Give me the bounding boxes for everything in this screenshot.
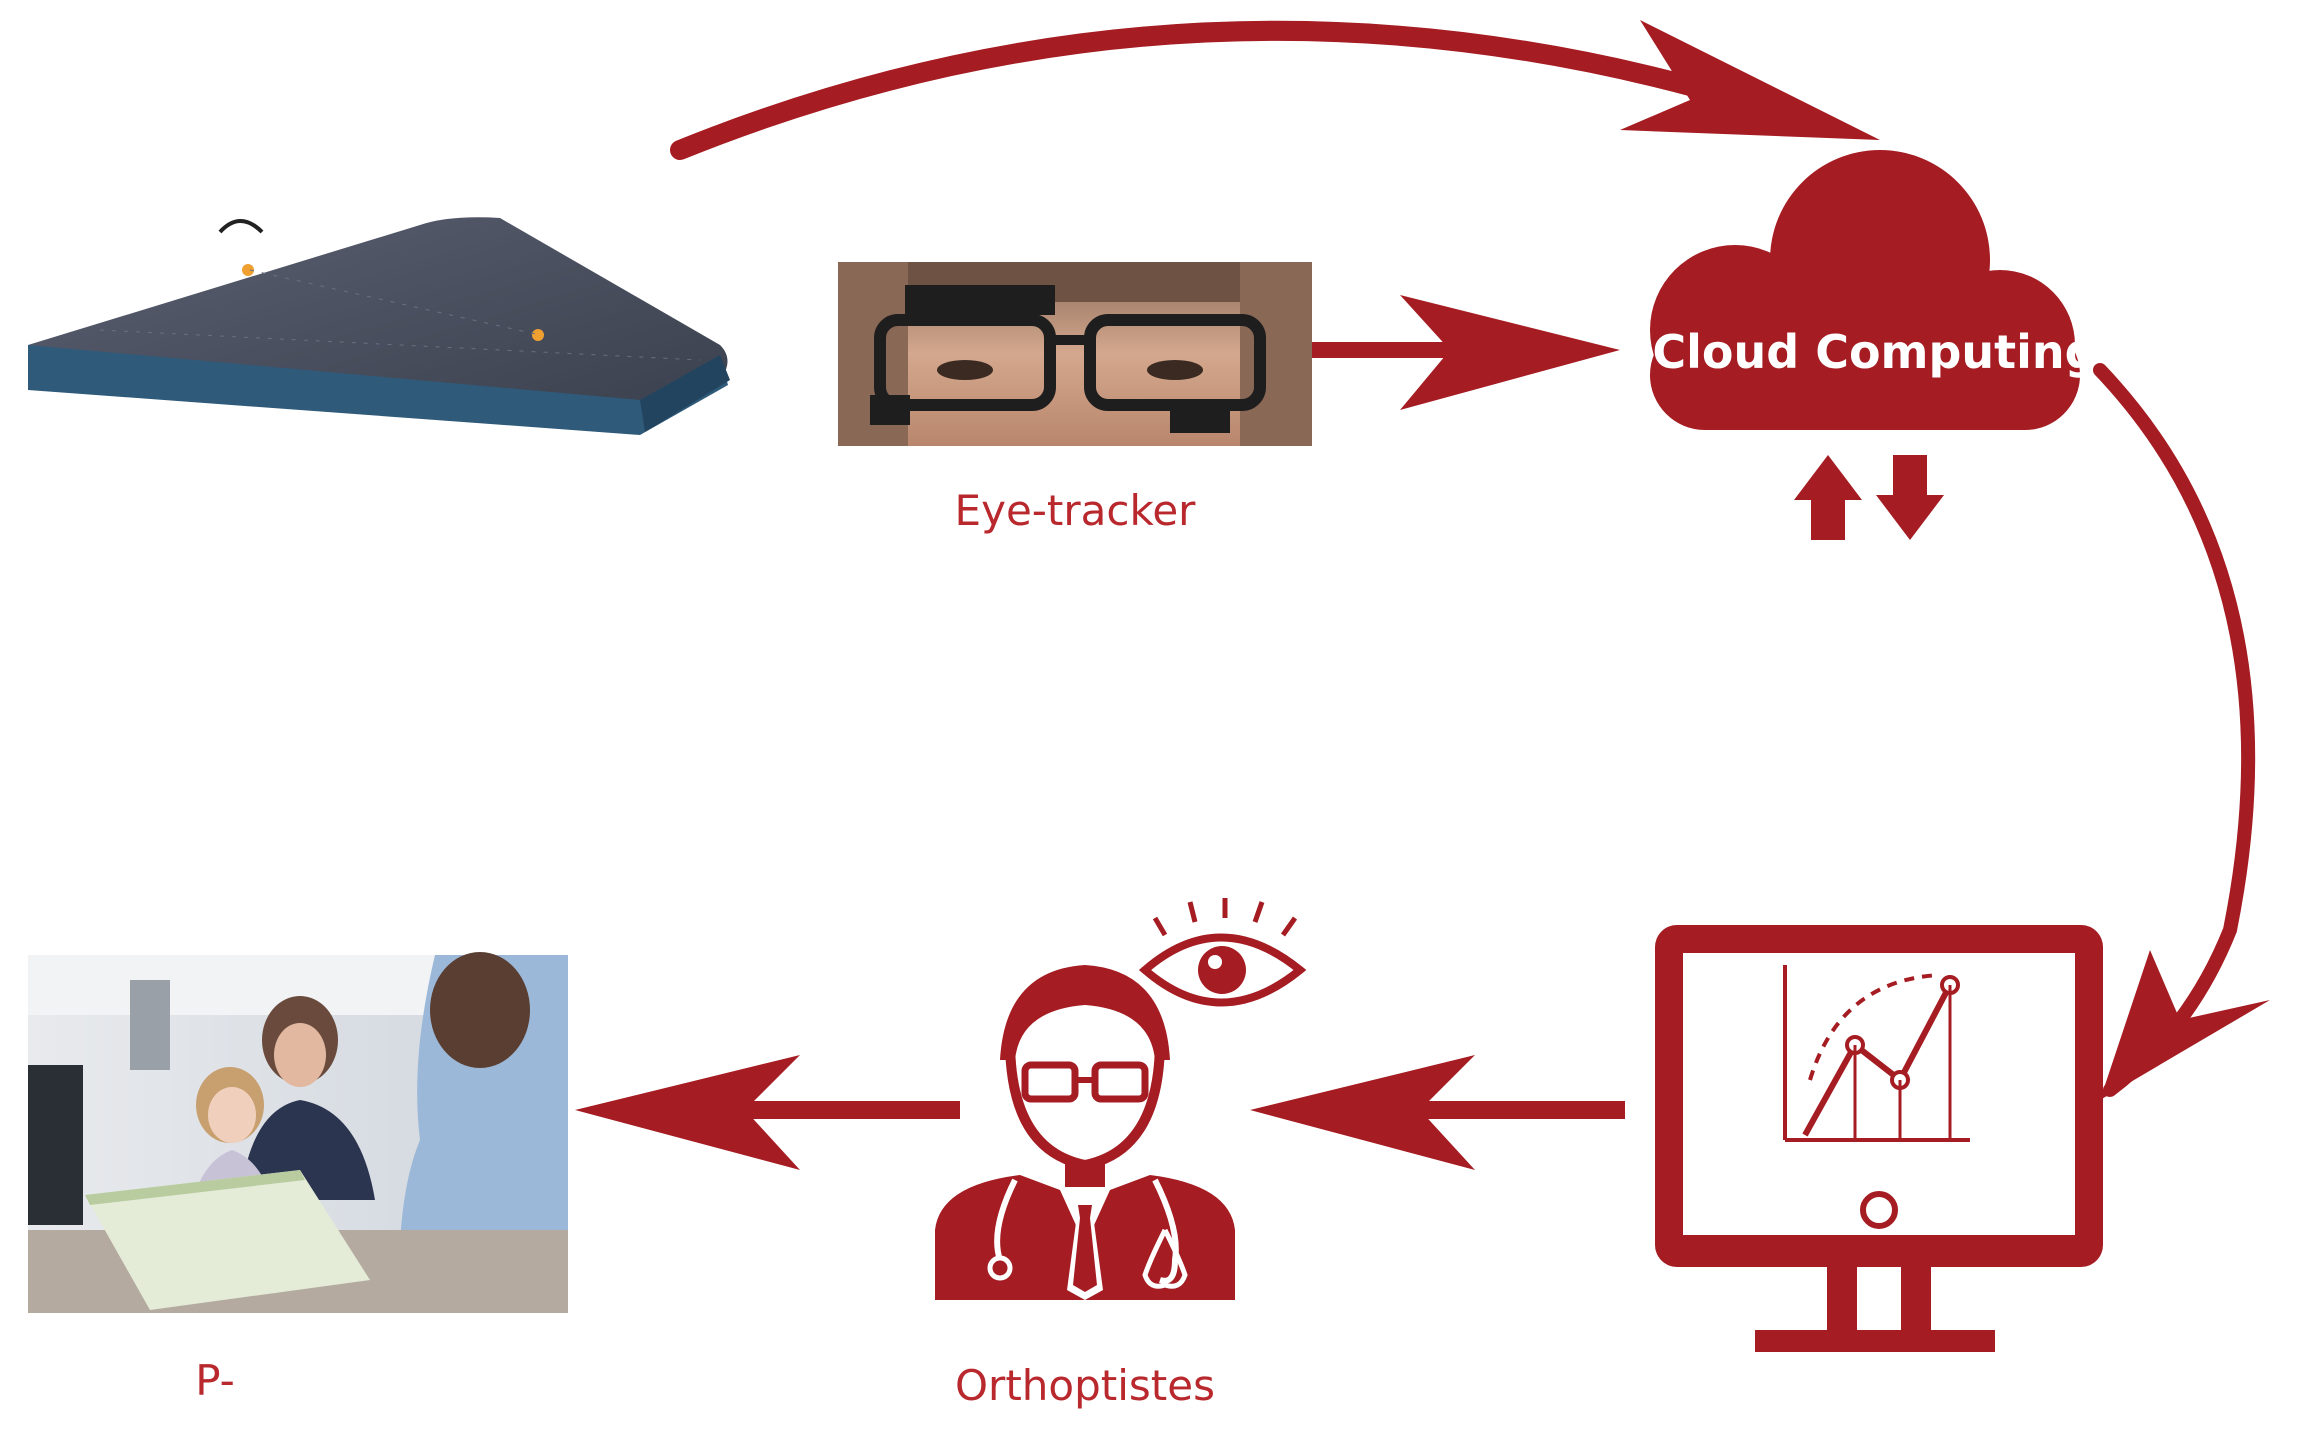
eye-tracker-node: Eye-tracker xyxy=(838,262,1312,535)
monitor-node xyxy=(1655,925,2103,1352)
tilted-tablet-device-icon xyxy=(28,217,730,435)
cloud-icon xyxy=(1650,150,2080,430)
arrow-board-to-cloud xyxy=(670,20,1880,160)
eye-tracker-glasses-photo xyxy=(838,262,1312,446)
orthoptist-node: Orthoptistes xyxy=(935,898,1307,1410)
board-device xyxy=(28,217,730,435)
cloud-node: Cloud Computing xyxy=(1650,150,2098,540)
eye-icon xyxy=(1138,898,1307,1007)
arrow-cloud-to-monitor xyxy=(2093,363,2270,1100)
orthoptist-label: Orthoptistes xyxy=(955,1361,1215,1410)
cloud-label: Cloud Computing xyxy=(1652,325,2097,379)
doctor-icon xyxy=(935,965,1235,1300)
monitor-chart-icon xyxy=(1655,925,2103,1352)
arrow-tracker-to-cloud xyxy=(1312,295,1620,410)
consultation-label: P- xyxy=(195,1356,235,1405)
consultation-node: P- xyxy=(28,952,568,1405)
consultation-photo xyxy=(28,952,568,1313)
arrow-orthoptist-to-consultation xyxy=(575,1055,960,1170)
eye-tracker-label: Eye-tracker xyxy=(955,486,1197,535)
sync-arrows-icon xyxy=(1794,455,1944,540)
arrow-monitor-to-orthoptist xyxy=(1250,1055,1625,1170)
